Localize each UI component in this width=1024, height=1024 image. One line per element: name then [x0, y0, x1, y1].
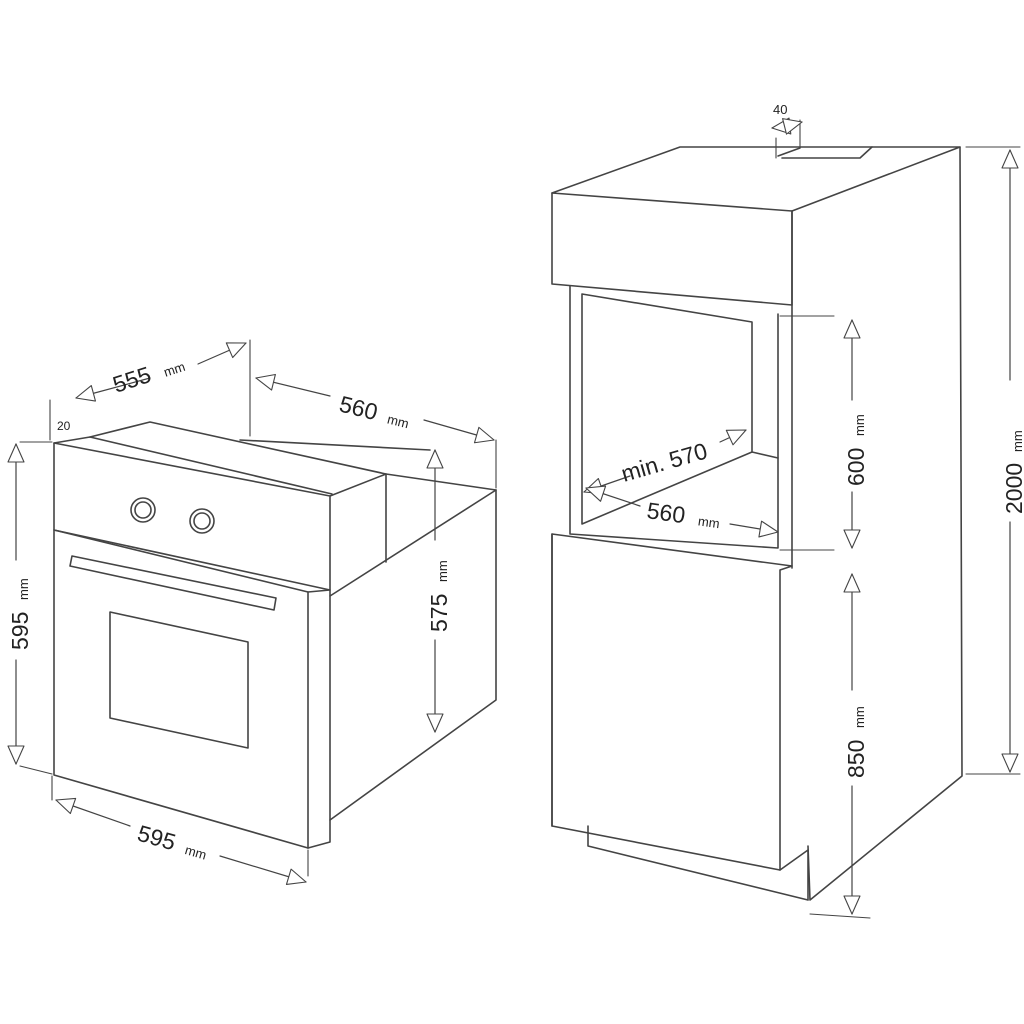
dim-line-width [55, 797, 131, 827]
label-niche-width-560: 560 [645, 497, 687, 528]
oven-body [329, 489, 497, 821]
label-gap-40: 40 [773, 102, 787, 117]
label-min-depth-570: min. 570 [618, 437, 710, 486]
unit-niche-height: mm [852, 414, 867, 436]
label-depth-555: 555 [110, 361, 155, 398]
cabinet-lower-door [551, 533, 793, 871]
oven-window [109, 611, 249, 749]
unit-depth: mm [162, 359, 187, 380]
cabinet-top-box [551, 192, 793, 306]
label-height-595: 595 [7, 612, 33, 650]
label-niche-height-600: 600 [843, 448, 869, 486]
unit-width: mm [183, 842, 208, 862]
unit-lower-height: mm [852, 706, 867, 728]
label-total-height-2000: 2000 [1001, 463, 1024, 514]
label-body-height-575: 575 [426, 594, 452, 632]
label-width-top-560: 560 [337, 391, 381, 426]
cabinet-side [807, 146, 963, 901]
cabinet-niche-inner [581, 293, 753, 525]
cabinet-niche-frame [569, 285, 779, 549]
label-panel-20: 20 [57, 419, 71, 433]
unit-width-top: mm [386, 411, 411, 431]
dim-line-niche-width [585, 485, 641, 507]
unit-body-height: mm [435, 560, 450, 582]
oven-control-panel-top [53, 436, 333, 495]
label-lower-height-850: 850 [843, 740, 869, 778]
unit-niche-width: mm [697, 513, 721, 531]
dim-line-depth [75, 377, 151, 402]
unit-height: mm [16, 578, 31, 600]
cabinet-plinth [587, 825, 809, 901]
dim-line-width-top [255, 373, 331, 397]
unit-total-height: mm [1010, 430, 1024, 452]
oven-handle [69, 555, 277, 611]
oven-drawing: 555 mm 560 mm 20 595 mm 575 mm 595 [7, 339, 497, 885]
cabinet-drawing: 40 min. 570 560 mm 600 mm 850 mm [551, 102, 1024, 919]
label-width-595: 595 [135, 820, 179, 856]
